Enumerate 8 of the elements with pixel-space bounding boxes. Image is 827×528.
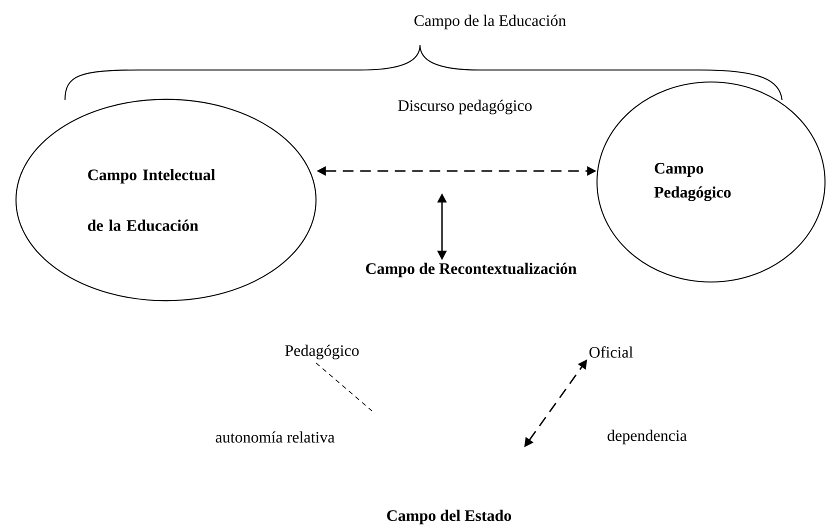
heading: Campo de Recontextualización <box>366 262 577 278</box>
text-label: dependencia <box>608 430 687 444</box>
field-label: Pedagógico <box>285 344 359 360</box>
field-label: Oficial <box>589 346 633 358</box>
text-label: autonomía relativa <box>216 431 335 443</box>
heading: Campo del Estado <box>387 510 512 524</box>
text-label: Discurso pedagógico <box>398 100 532 114</box>
text-label: Campo de la Educación <box>414 14 566 30</box>
